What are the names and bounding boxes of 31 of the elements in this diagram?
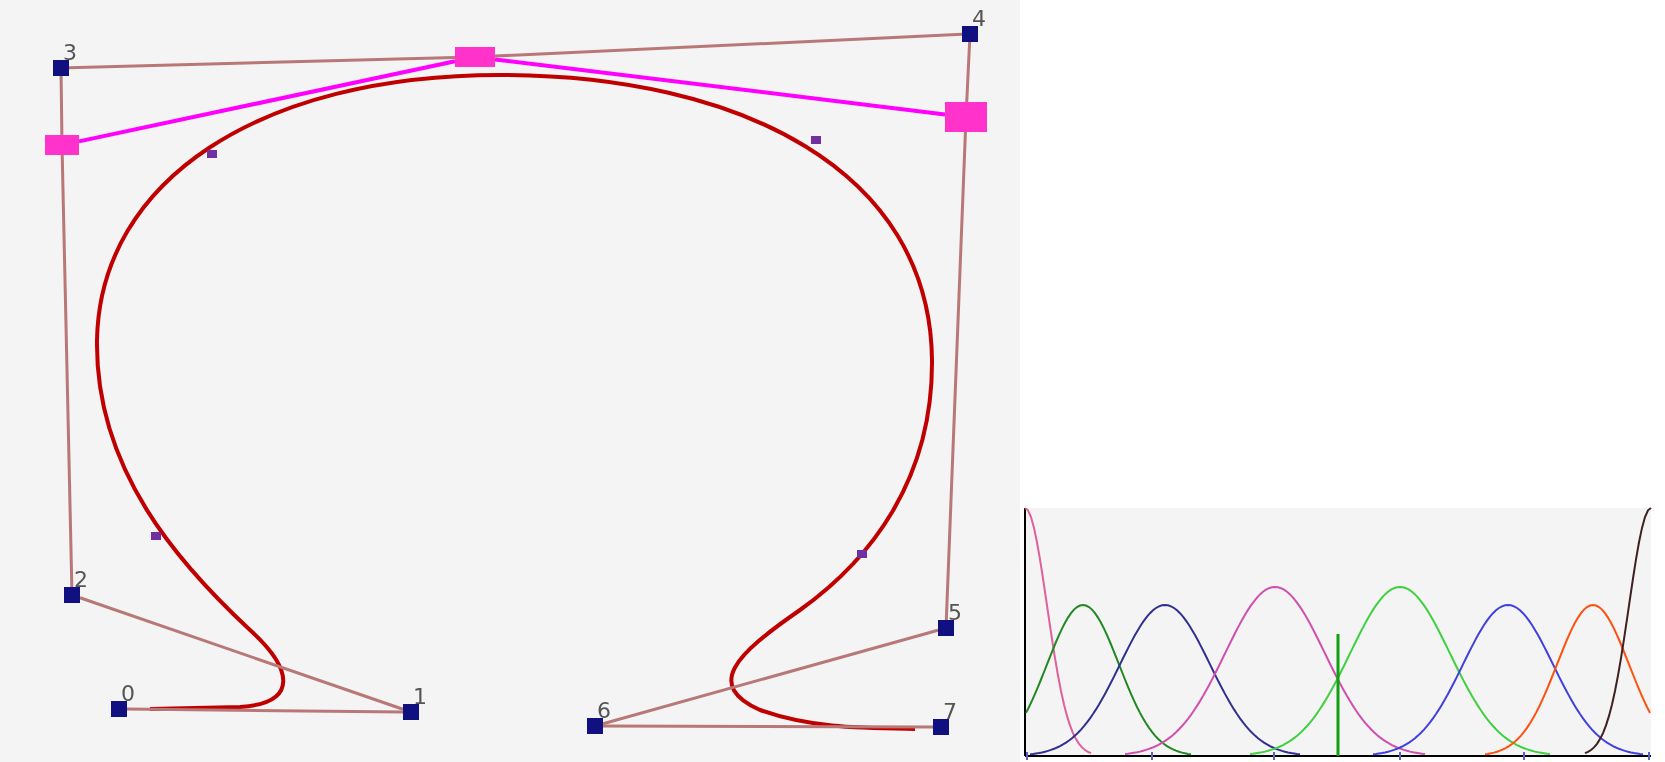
construction-point — [45, 135, 79, 155]
control-polygon-line — [494, 32, 963, 58]
control-point — [64, 587, 80, 603]
control-polygon-line — [79, 596, 404, 711]
control-point — [53, 60, 69, 76]
control-point — [962, 26, 978, 42]
point-number: 4 — [972, 8, 986, 30]
control-polygon-line — [68, 56, 456, 70]
control-polygon-line — [944, 131, 967, 621]
control-polygon-line — [59, 75, 64, 136]
point-number: 3 — [63, 42, 77, 64]
construction-point — [945, 102, 987, 132]
point-number: 2 — [74, 569, 88, 591]
point-number: 6 — [597, 700, 611, 722]
control-polygon-line — [127, 707, 403, 714]
control-polygon-line — [60, 154, 74, 588]
control-point — [587, 718, 603, 734]
control-polygon-line — [494, 57, 946, 117]
point-number: 5 — [948, 602, 962, 624]
control-point — [111, 701, 127, 717]
control-polygon-line — [78, 59, 456, 144]
control-point — [403, 704, 419, 720]
point-number: 1 — [413, 686, 427, 708]
control-polygon-line — [603, 724, 933, 729]
point-number: 7 — [943, 701, 957, 723]
control-point — [933, 719, 949, 735]
control-point — [938, 620, 954, 636]
control-polygon-line — [602, 628, 939, 726]
control-polygon-line — [965, 41, 972, 103]
construction-point — [455, 47, 495, 67]
point-number: 0 — [121, 683, 135, 705]
